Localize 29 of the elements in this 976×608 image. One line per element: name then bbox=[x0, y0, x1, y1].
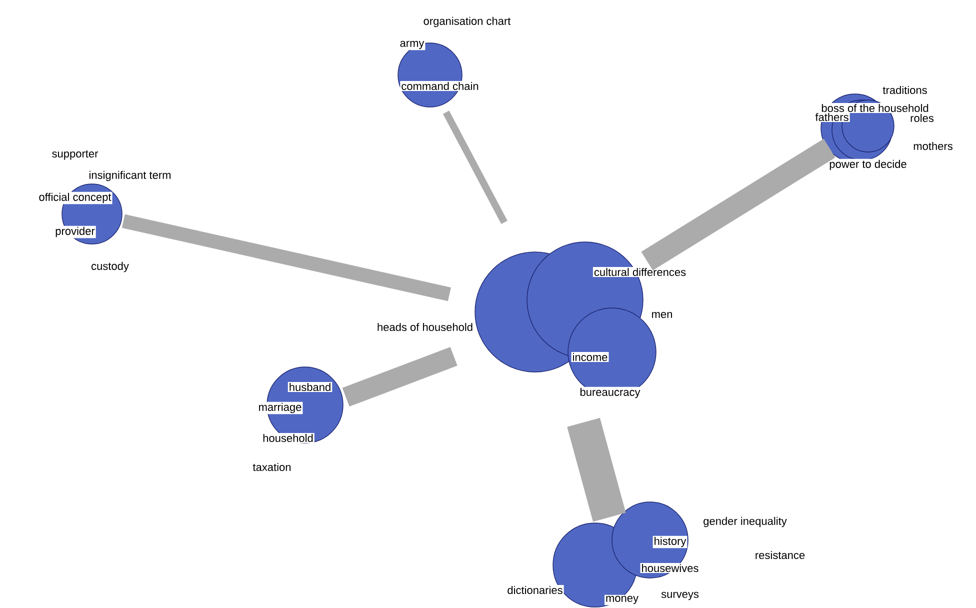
word-label: supporter bbox=[50, 149, 100, 161]
word-label: traditions bbox=[882, 84, 928, 96]
link-bundle bbox=[342, 346, 458, 407]
link-bundle bbox=[567, 418, 626, 522]
word-label: marriage bbox=[257, 402, 303, 414]
word-label: official concept bbox=[38, 192, 112, 204]
link-bundle bbox=[641, 138, 836, 270]
word-label: heads of household bbox=[376, 322, 474, 332]
word-label: custody bbox=[90, 260, 130, 274]
word-label: taxation bbox=[252, 462, 292, 472]
link-bundle bbox=[122, 214, 451, 302]
word-label: roles bbox=[909, 112, 935, 124]
word-label: army bbox=[398, 40, 426, 50]
word-label: mothers bbox=[912, 140, 954, 152]
word-label: surveys bbox=[660, 590, 700, 602]
word-label: dictionaries bbox=[506, 584, 564, 596]
word-label: bureaucracy bbox=[578, 386, 642, 400]
word-label: organisation chart bbox=[422, 16, 512, 28]
link-bundle bbox=[442, 110, 508, 224]
word-label: cultural differences bbox=[592, 266, 688, 278]
word-label: insignificant term bbox=[88, 170, 172, 182]
word-label: housewives bbox=[640, 562, 700, 574]
word-label: resistance bbox=[754, 550, 806, 560]
word-label: provider bbox=[54, 226, 96, 238]
word-label: household bbox=[262, 432, 314, 444]
word-label: command chain bbox=[400, 80, 480, 92]
word-label: men bbox=[650, 311, 674, 320]
word-label: gender inequality bbox=[702, 516, 788, 528]
word-label: power to decide bbox=[828, 158, 908, 172]
